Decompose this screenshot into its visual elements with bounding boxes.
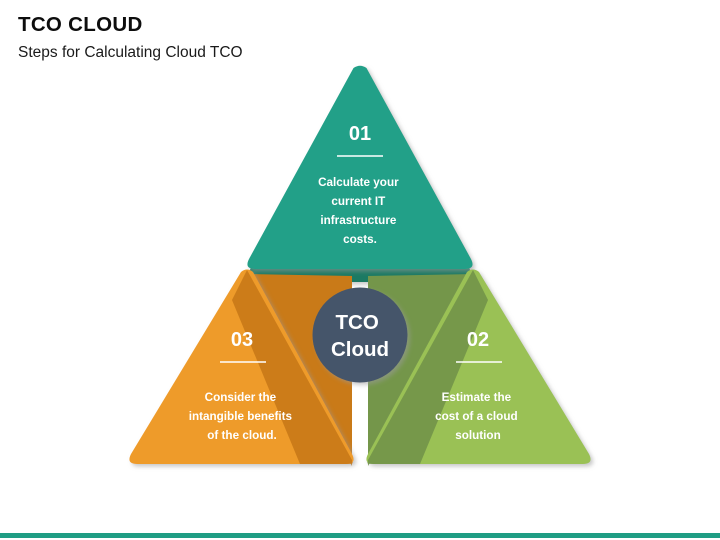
step-02-inner-bevel: [367, 270, 488, 464]
step-01-line-4: costs.: [343, 233, 377, 246]
step-03-line-3: of the cloud.: [207, 429, 276, 442]
center-hub-label: TCO Cloud: [331, 311, 389, 361]
step-02-description: Estimate the cost of a cloud solution: [435, 391, 521, 442]
step-triangle-01[interactable]: 01 Calculate your current IT infrastruct…: [246, 65, 474, 282]
step-02-line-3: solution: [455, 429, 500, 442]
step-01-number: 01: [349, 123, 371, 145]
step-01-description: Calculate your current IT infrastructure…: [318, 176, 402, 246]
header: TCO CLOUD Steps for Calculating Cloud TC…: [18, 13, 618, 62]
step-01-line-2: current IT: [331, 195, 386, 208]
step-01-line-1: Calculate your: [318, 176, 399, 189]
step-02-line-1: Estimate the: [442, 391, 512, 404]
center-hub-line-2: Cloud: [331, 338, 389, 361]
page-title: TCO CLOUD: [18, 13, 143, 36]
step-triangle-02[interactable]: 02 Estimate the cost of a cloud solution: [366, 269, 591, 467]
center-hub-line-1: TCO: [336, 311, 379, 334]
step-02-line-2: cost of a cloud: [435, 410, 517, 423]
step-02-number: 02: [467, 329, 489, 351]
step-triangle-03[interactable]: 03 Consider the intangible benefits of t…: [129, 269, 354, 467]
step-03-description: Consider the intangible benefits of the …: [189, 391, 296, 442]
center-hub[interactable]: TCO Cloud: [312, 287, 408, 383]
footer-accent-bar: [0, 533, 720, 538]
step-03-inner-bevel: [232, 270, 353, 464]
step-01-line-3: infrastructure: [320, 214, 396, 227]
step-03-line-2: intangible benefits: [189, 410, 293, 423]
center-hub-circle: [312, 287, 408, 383]
step-01-shape: [247, 65, 473, 269]
step-03-line-1: Consider the: [205, 391, 277, 404]
step-03-number: 03: [231, 329, 253, 351]
page-subtitle: Steps for Calculating Cloud TCO: [18, 43, 243, 61]
